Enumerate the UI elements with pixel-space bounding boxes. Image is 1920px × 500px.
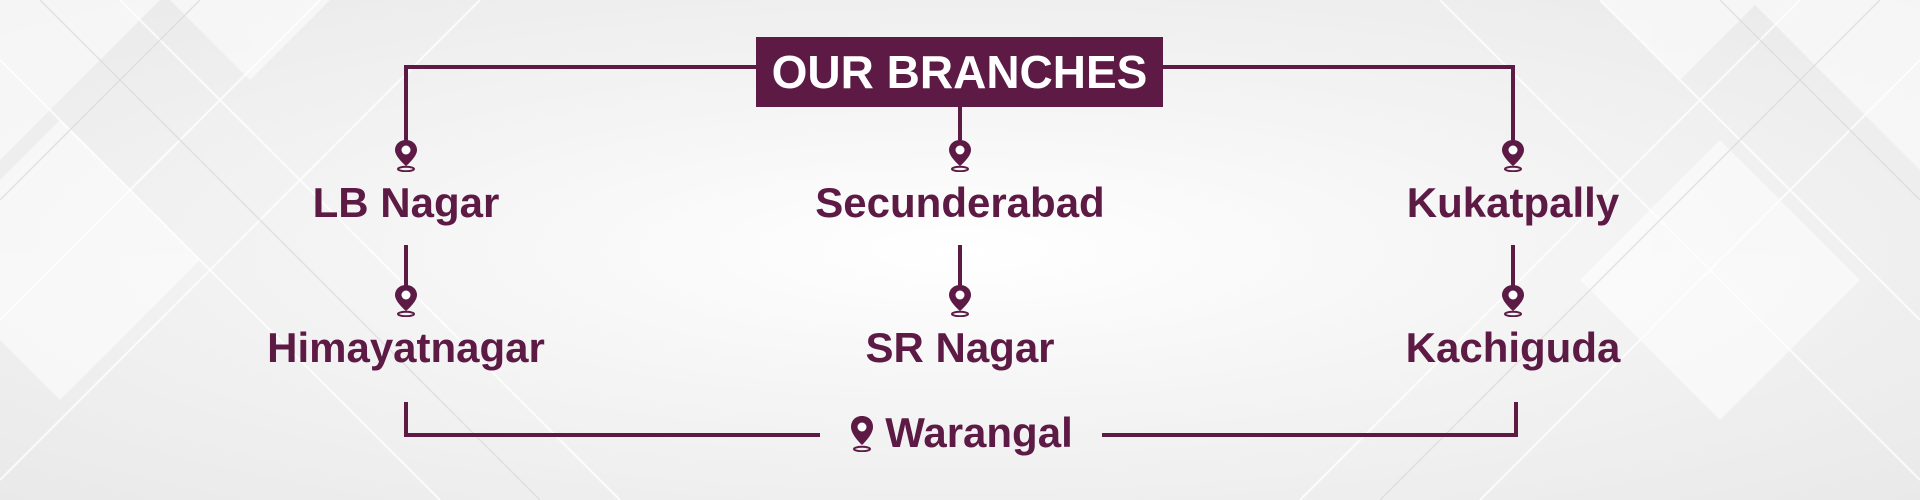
branch-label: Kachiguda	[1405, 324, 1621, 371]
map-pin-icon	[395, 140, 417, 172]
map-pin-icon	[1502, 140, 1524, 172]
branch-kukatpally: Kukatpally	[1353, 138, 1673, 224]
map-pin-icon	[851, 416, 874, 452]
map-pin-icon	[949, 285, 971, 317]
branch-label: Kukatpally	[1406, 179, 1620, 226]
branch-label: Secunderabad	[815, 179, 1105, 226]
map-pin-icon	[1502, 285, 1524, 317]
branch-label: Warangal	[885, 409, 1073, 456]
branch-kachiguda: Kachiguda	[1353, 283, 1673, 369]
diagram-title: OUR BRANCHES	[771, 46, 1148, 98]
branch-warangal: Warangal	[820, 408, 1102, 458]
branch-label: Himayatnagar	[267, 324, 545, 371]
map-pin-icon	[949, 140, 971, 172]
branch-label: LB Nagar	[312, 179, 500, 226]
map-pin-icon	[395, 285, 417, 317]
branch-secunderabad: Secunderabad	[780, 138, 1140, 224]
branch-label: SR Nagar	[865, 324, 1055, 371]
branch-sr-nagar: SR Nagar	[800, 283, 1120, 369]
branch-himayatnagar: Himayatnagar	[226, 283, 586, 369]
branch-lb-nagar: LB Nagar	[286, 138, 526, 224]
title-banner: OUR BRANCHES	[756, 37, 1163, 107]
